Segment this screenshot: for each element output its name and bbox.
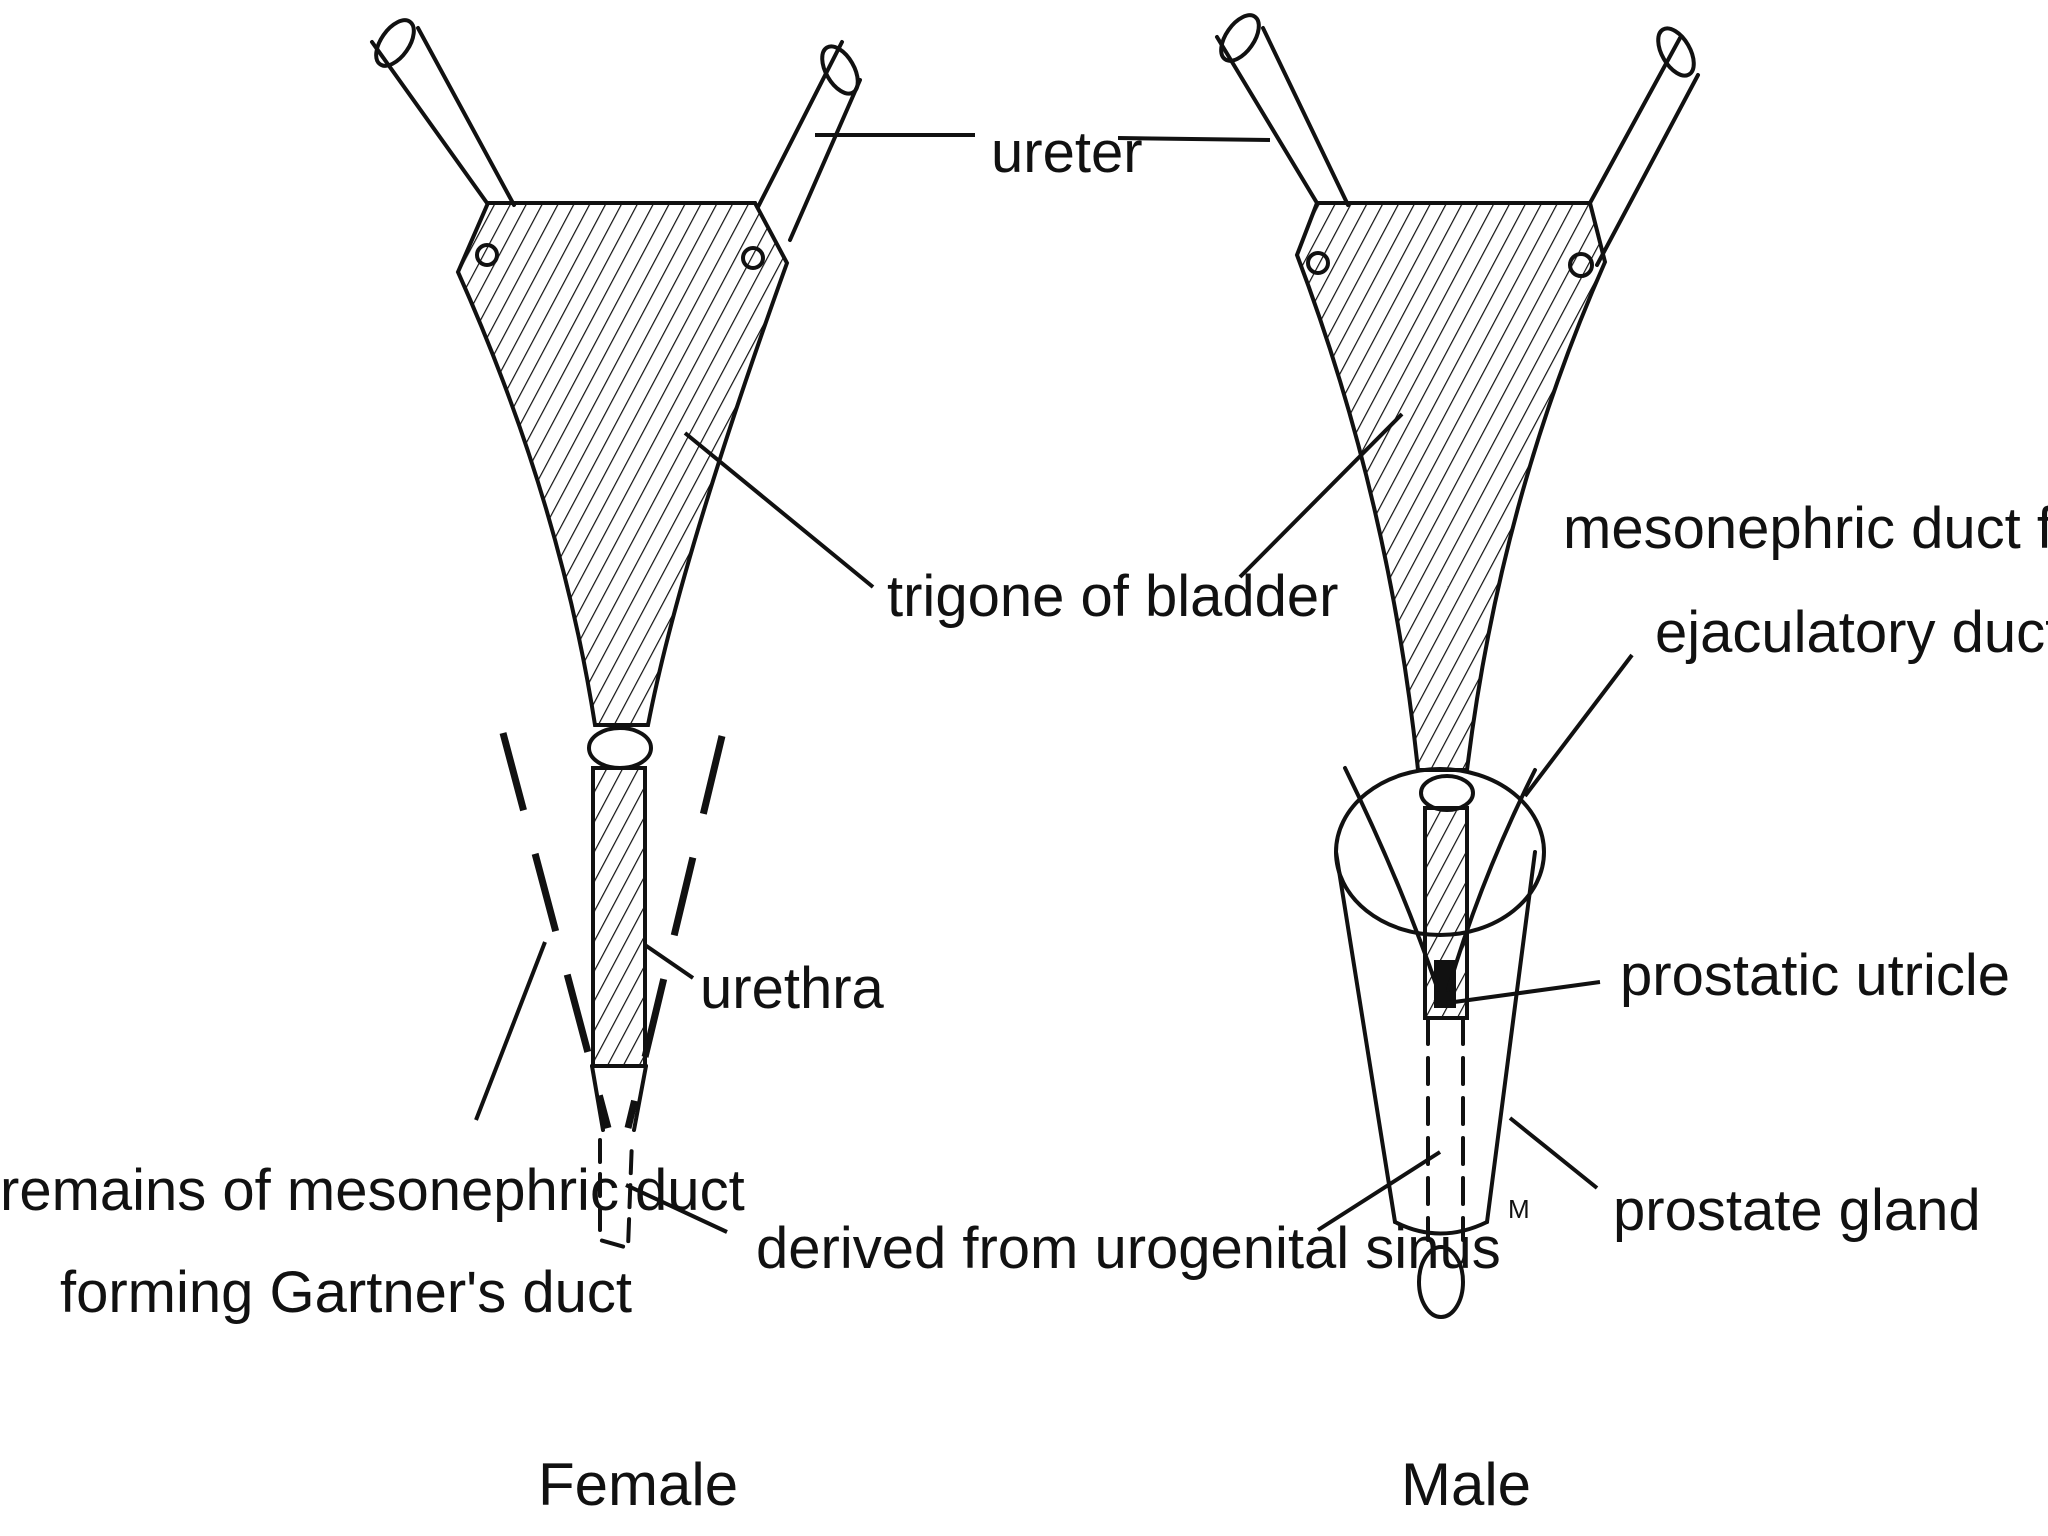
leader-lines [474, 133, 1634, 1234]
label-trigone: trigone of bladder [887, 564, 1338, 629]
label-urogenital-sinus: derived from urogenital sinus [756, 1216, 1501, 1281]
female-bladder-neck [587, 726, 653, 770]
leader-remains [474, 941, 547, 1121]
leader-meso-male [1523, 653, 1634, 798]
leader-sinus-left [625, 1183, 728, 1234]
female-right-mesonephric-remnant [624, 735, 726, 1129]
label-remains-1: remains of mesonephric duct [0, 1158, 745, 1223]
leader-trigone-left [683, 431, 875, 589]
label-prostatic-utricle: prostatic utricle [1620, 943, 2010, 1008]
leader-ureter-right [1117, 136, 1271, 142]
female-right-ureter [756, 40, 862, 242]
female-urogenital-sinus [598, 1138, 634, 1250]
male-glyph-mark: M [1508, 1194, 1530, 1224]
female-right-ureteric-orifice [741, 246, 765, 270]
male-left-ureteric-orifice [1306, 251, 1330, 275]
male-left-ejaculatory-duct [1343, 766, 1440, 992]
leader-trigone-right [1238, 412, 1404, 579]
label-meso-male-2: ejaculatory duct [1655, 600, 2048, 665]
caption-male: Male [1401, 1451, 1531, 1518]
leader-sinus-right [1316, 1150, 1442, 1232]
leader-prostate [1508, 1116, 1599, 1190]
male-right-ureteric-orifice [1568, 252, 1594, 278]
female-left-ureteric-orifice [475, 243, 499, 267]
female-trigone [455, 201, 790, 727]
male-right-ureter [1588, 26, 1700, 267]
male-bladder-neck [1419, 774, 1475, 812]
female-left-mesonephric-remnant [499, 732, 612, 1129]
male-utricle [1434, 960, 1456, 1008]
female-urethra [591, 766, 647, 1068]
label-urethra: urethra [700, 956, 885, 1021]
leader-utricle [1446, 980, 1601, 1005]
male-right-ejaculatory-duct [1446, 768, 1537, 992]
female-figure [370, 18, 862, 1250]
female-left-ureter [370, 18, 516, 207]
caption-female: Female [538, 1451, 738, 1518]
male-figure: M [1215, 13, 1700, 1319]
male-trigone [1294, 201, 1608, 772]
label-ureter: ureter [991, 120, 1143, 185]
label-remains-2: forming Gartner's duct [60, 1260, 632, 1325]
labels: ureter trigone of bladder mesonephric du… [0, 120, 2048, 1518]
label-meso-male-1: mesonephric duct forming [1563, 496, 2048, 561]
male-left-ureter [1215, 13, 1350, 207]
leader-urethra [643, 943, 695, 980]
male-prostate [1334, 767, 1546, 1319]
label-prostate-gland: prostate gland [1613, 1178, 1981, 1243]
male-urethral-opening [1417, 1245, 1465, 1319]
